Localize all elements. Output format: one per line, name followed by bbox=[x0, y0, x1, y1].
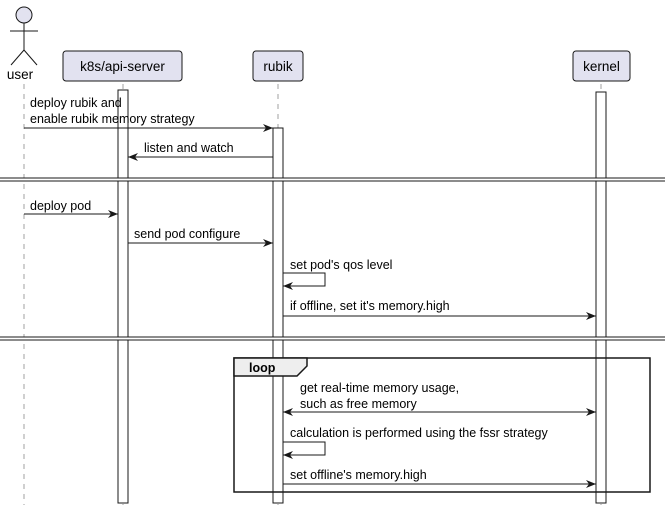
participant-api-box bbox=[62, 50, 183, 82]
loop-tab bbox=[233, 357, 308, 377]
activation-rubik bbox=[272, 127, 284, 504]
message-label: if offline, set it's memory.high bbox=[290, 299, 450, 313]
participant-rubik: rubik bbox=[252, 50, 304, 82]
participant-rubik-label: rubik bbox=[263, 59, 293, 74]
participant-kernel-box bbox=[572, 50, 631, 82]
activation-kernel bbox=[595, 91, 607, 504]
participant-api: k8s/api-server bbox=[62, 50, 183, 82]
divider bbox=[0, 336, 665, 341]
loop-label: loop bbox=[249, 361, 276, 375]
actor-user: user bbox=[7, 6, 38, 82]
loop-box bbox=[233, 357, 651, 493]
message-arrow bbox=[283, 272, 326, 290]
message-arrow bbox=[283, 441, 326, 459]
stick-figure-icon bbox=[10, 6, 38, 66]
divider bbox=[0, 177, 665, 182]
actor-user-label: user bbox=[7, 67, 34, 82]
message-label: enable rubik memory strategy bbox=[30, 112, 195, 126]
message-label: set offline's memory.high bbox=[290, 468, 427, 482]
message-label: send pod configure bbox=[134, 227, 240, 241]
loop-frame: loop bbox=[233, 357, 651, 493]
participant-kernel: kernel bbox=[572, 50, 631, 82]
message-label: deploy rubik and bbox=[30, 96, 122, 110]
message-label: calculation is performed using the fssr … bbox=[290, 426, 549, 440]
activation-api bbox=[117, 89, 129, 504]
message-label: such as free memory bbox=[300, 397, 417, 411]
message-label: set pod's qos level bbox=[290, 258, 392, 272]
participant-api-label: k8s/api-server bbox=[80, 59, 165, 74]
participant-rubik-box bbox=[252, 50, 304, 82]
message-label: get real-time memory usage, bbox=[300, 381, 459, 395]
message-label: listen and watch bbox=[144, 141, 234, 155]
message-label: deploy pod bbox=[30, 199, 91, 213]
participant-kernel-label: kernel bbox=[583, 59, 620, 74]
